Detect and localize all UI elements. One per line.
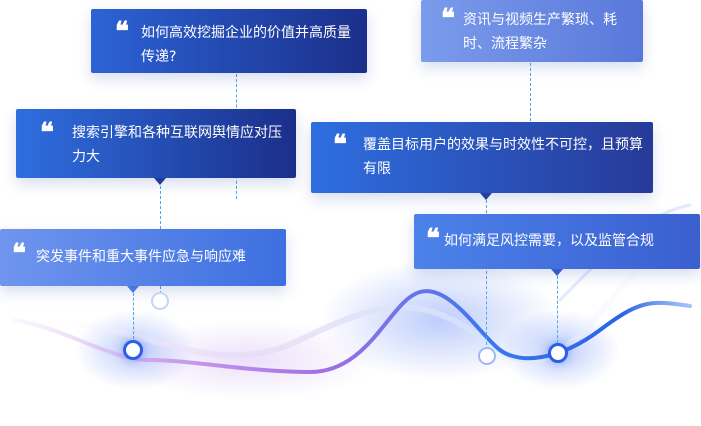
- connector-line: [557, 276, 558, 348]
- challenge-text: 覆盖目标用户的效果与时效性不可控，且预算有限: [363, 137, 643, 177]
- quote-icon: ❝: [426, 224, 440, 254]
- card-pointer: [480, 193, 492, 200]
- challenge-card-coverage: ❝ 覆盖目标用户的效果与时效性不可控，且预算有限: [311, 122, 653, 193]
- challenge-text: 资讯与视频生产繁琐、耗时、流程繁杂: [463, 12, 617, 52]
- connector-line: [530, 63, 531, 126]
- quote-icon: ❝: [333, 130, 347, 160]
- quote-icon: ❝: [12, 239, 26, 269]
- card-pointer: [154, 178, 166, 185]
- connector-line: [486, 200, 487, 350]
- challenge-card-production: ❝ 资讯与视频生产繁琐、耗时、流程繁杂: [421, 0, 643, 62]
- card-pointer: [551, 269, 563, 276]
- timeline-node-coverage: [478, 347, 496, 365]
- quote-icon: ❝: [441, 4, 455, 34]
- timeline-node-compliance: [548, 343, 568, 363]
- challenge-card-emergency: ❝ 突发事件和重大事件应急与响应难: [0, 229, 286, 286]
- quote-icon: ❝: [115, 17, 129, 47]
- challenge-card-compliance: ❝ 如何满足风控需要，以及监管合规: [414, 214, 700, 269]
- challenge-text: 如何高效挖掘企业的价值并高质量传递?: [141, 25, 351, 65]
- quote-icon: ❝: [40, 118, 54, 148]
- card-pointer: [127, 286, 139, 293]
- connector-line: [133, 293, 134, 339]
- challenge-card-value: ❝ 如何高效挖掘企业的价值并高质量传递?: [91, 9, 367, 73]
- timeline-node-search: [151, 292, 169, 310]
- timeline-node-emergency: [123, 340, 143, 360]
- challenge-card-search: ❝ 搜索引擎和各种互联网舆情应对压力大: [16, 109, 296, 178]
- challenge-text: 如何满足风控需要，以及监管合规: [444, 233, 654, 249]
- challenge-text: 突发事件和重大事件应急与响应难: [36, 249, 246, 265]
- challenge-text: 搜索引擎和各种互联网舆情应对压力大: [72, 125, 282, 165]
